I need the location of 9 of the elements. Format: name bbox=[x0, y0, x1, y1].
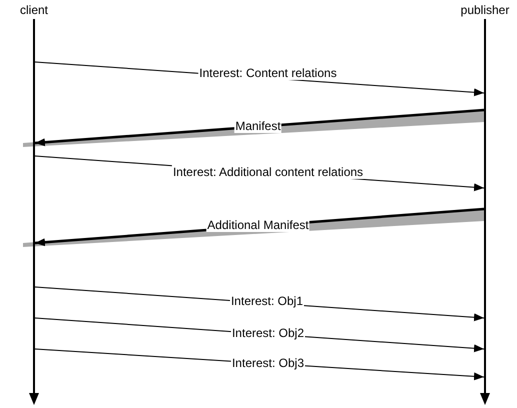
edge-label: Additional Manifest bbox=[206, 218, 310, 232]
edge-label: Interest: Obj2 bbox=[230, 326, 306, 340]
edge-label: Interest: Obj1 bbox=[230, 294, 304, 308]
edge-label: Interest: Additional content relations bbox=[172, 165, 364, 179]
participant-label: client bbox=[20, 3, 48, 17]
edge-label: Interest: Content relations bbox=[198, 66, 338, 80]
participant-label: publisher bbox=[460, 3, 510, 17]
edge-label: Interest: Obj3 bbox=[230, 356, 306, 370]
edge-label: Manifest bbox=[234, 119, 282, 133]
